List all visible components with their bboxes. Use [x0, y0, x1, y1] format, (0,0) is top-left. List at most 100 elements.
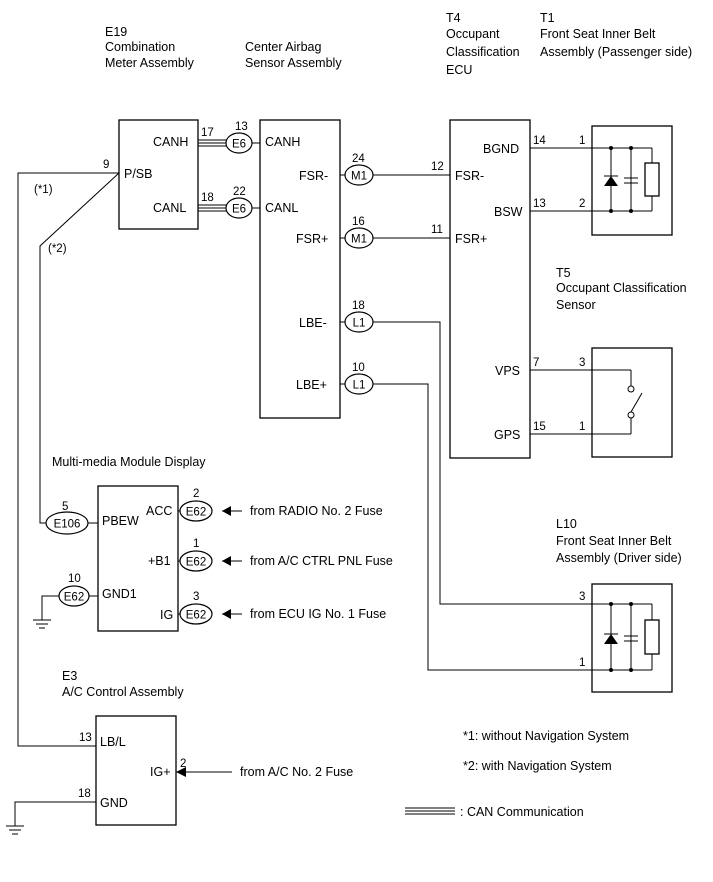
e19-pin-canh: CANH: [153, 135, 188, 149]
t4-box: [449, 119, 531, 459]
connector-e62-acc-label: E62: [186, 507, 206, 519]
t4-pin-fsr-plus: FSR+: [455, 232, 487, 246]
arrow-acctrl: [222, 556, 242, 566]
pin-l10-3: 3: [579, 591, 585, 603]
l10-box: [591, 583, 673, 693]
t4-name-line1: Occupant: [446, 27, 500, 41]
e3-pin-lbl: LB/L: [100, 735, 126, 749]
t4-pin-vps: VPS: [495, 364, 520, 378]
connector-e106: [45, 511, 89, 535]
wire-gnd1: [41, 595, 60, 620]
connector-e62-ig: [179, 603, 213, 625]
e19-pin-canl: CANL: [153, 201, 186, 215]
source-acno2-fuse: from A/C No. 2 Fuse: [240, 765, 353, 779]
pin-mmd-gnd1: 10: [68, 573, 81, 585]
connector-m1-fsr-plus: [344, 227, 374, 249]
t4-pin-bgnd: BGND: [483, 142, 519, 156]
pin-e3-gnd: 18: [78, 788, 91, 800]
wire-lbe-minus: [373, 321, 592, 605]
pin-ab-fsrp: 16: [352, 216, 365, 228]
t1-box: [591, 125, 673, 236]
note-with-nav: (*2): [48, 243, 67, 255]
legend-note-without-nav: *1: without Navigation System: [463, 729, 629, 743]
connector-e6-canh-label: E6: [232, 139, 246, 151]
connector-l1-lbe-minus-label: L1: [353, 318, 366, 330]
arrow-ecuig: [222, 609, 242, 619]
connector-m1-fsr-minus-label: M1: [351, 171, 367, 183]
pin-t5-3: 3: [579, 357, 585, 369]
mmd-pin-ig: IG: [160, 608, 173, 622]
connector-l1-lbe-plus: [344, 373, 374, 395]
mmd-pin-acc: ACC: [146, 504, 172, 518]
connector-e6-canl: [225, 197, 253, 219]
pin-ab-lbem: 18: [352, 300, 365, 312]
e3-box: [95, 715, 177, 826]
legend-note-with-nav: *2: with Navigation System: [463, 759, 612, 773]
airbag-pin-fsr-plus: FSR+: [296, 232, 328, 246]
connector-e62-acc: [179, 500, 213, 522]
legend-can-label: : CAN Communication: [460, 805, 584, 819]
connector-e62-b1: [179, 550, 213, 572]
t1-name-line1: Front Seat Inner Belt: [540, 27, 656, 41]
e3-pin-igp: IG+: [150, 765, 171, 779]
e3-name: A/C Control Assembly: [62, 685, 184, 699]
wire-psb-with-nav: [39, 172, 120, 524]
pin-e19-canl: 18: [201, 192, 214, 204]
t5-id: T5: [556, 266, 571, 280]
connector-l1-lbe-plus-label: L1: [353, 380, 366, 392]
t4-pin-bsw: BSW: [494, 205, 523, 219]
airbag-pin-canl: CANL: [265, 201, 298, 215]
pin-t4-bgnd: 14: [533, 135, 546, 147]
pin-ab-canl: 22: [233, 186, 246, 198]
wire-lbe-plus: [373, 383, 592, 671]
connector-e62-gnd1-label: E62: [64, 592, 84, 604]
source-radio-fuse: from RADIO No. 2 Fuse: [250, 504, 383, 518]
connector-e62-gnd1: [58, 585, 90, 607]
arrow-acno2: [176, 767, 232, 777]
pin-t5-1: 1: [579, 421, 585, 433]
t4-name-line2: Classification: [446, 45, 520, 59]
connector-m1-fsr-plus-label: M1: [351, 234, 367, 246]
pin-t4-vps: 7: [533, 357, 539, 369]
airbag-pin-lbe-plus: LBE+: [296, 378, 327, 392]
t4-name-line3: ECU: [446, 63, 472, 77]
e19-name-line1: Combination: [105, 40, 175, 54]
connector-e6-canh: [225, 132, 253, 154]
t5-switch: [592, 369, 643, 435]
connector-l1-lbe-minus: [344, 311, 374, 333]
connector-e106-label: E106: [54, 519, 81, 531]
mmd-pin-gnd1: GND1: [102, 587, 137, 601]
e3-id: E3: [62, 669, 77, 683]
airbag-pin-lbe-minus: LBE-: [299, 316, 327, 330]
wire-psb-without-nav: [17, 172, 119, 747]
ground-symbol-e3: [6, 825, 24, 835]
pin-ab-fsrm: 24: [352, 153, 365, 165]
l10-name-line1: Front Seat Inner Belt: [556, 534, 672, 548]
pin-t4-gps: 15: [533, 421, 546, 433]
wire-e3-gnd: [14, 801, 96, 826]
airbag-name-line2: Sensor Assembly: [245, 56, 342, 70]
pin-e3-lbl: 13: [79, 732, 92, 744]
source-acctrl-fuse: from A/C CTRL PNL Fuse: [250, 554, 393, 568]
pin-e19-psb: 9: [103, 159, 109, 171]
t5-name-line2: Sensor: [556, 298, 596, 312]
connector-e62-b1-label: E62: [186, 557, 206, 569]
pin-t4-fsrp: 11: [431, 224, 443, 236]
airbag-name-line1: Center Airbag: [245, 40, 321, 54]
arrow-radio: [222, 506, 242, 516]
t4-pin-gps: GPS: [494, 428, 520, 442]
mmd-box: [97, 485, 179, 632]
e19-box: [118, 119, 199, 230]
airbag-pin-canh: CANH: [265, 135, 300, 149]
l10-id: L10: [556, 517, 577, 531]
t1-id: T1: [540, 11, 555, 25]
pin-ab-lbep: 10: [352, 362, 365, 374]
e19-pin-psb: P/SB: [124, 167, 153, 181]
t5-name-line1: Occupant Classification: [556, 281, 687, 295]
t4-pin-fsr-minus: FSR-: [455, 169, 484, 183]
t5-box: [591, 347, 673, 458]
mmd-pin-pbew: PBEW: [102, 514, 139, 528]
source-ecuig-fuse: from ECU IG No. 1 Fuse: [250, 607, 386, 621]
connector-e62-ig-label: E62: [186, 610, 206, 622]
pin-t1-1: 1: [579, 135, 585, 147]
